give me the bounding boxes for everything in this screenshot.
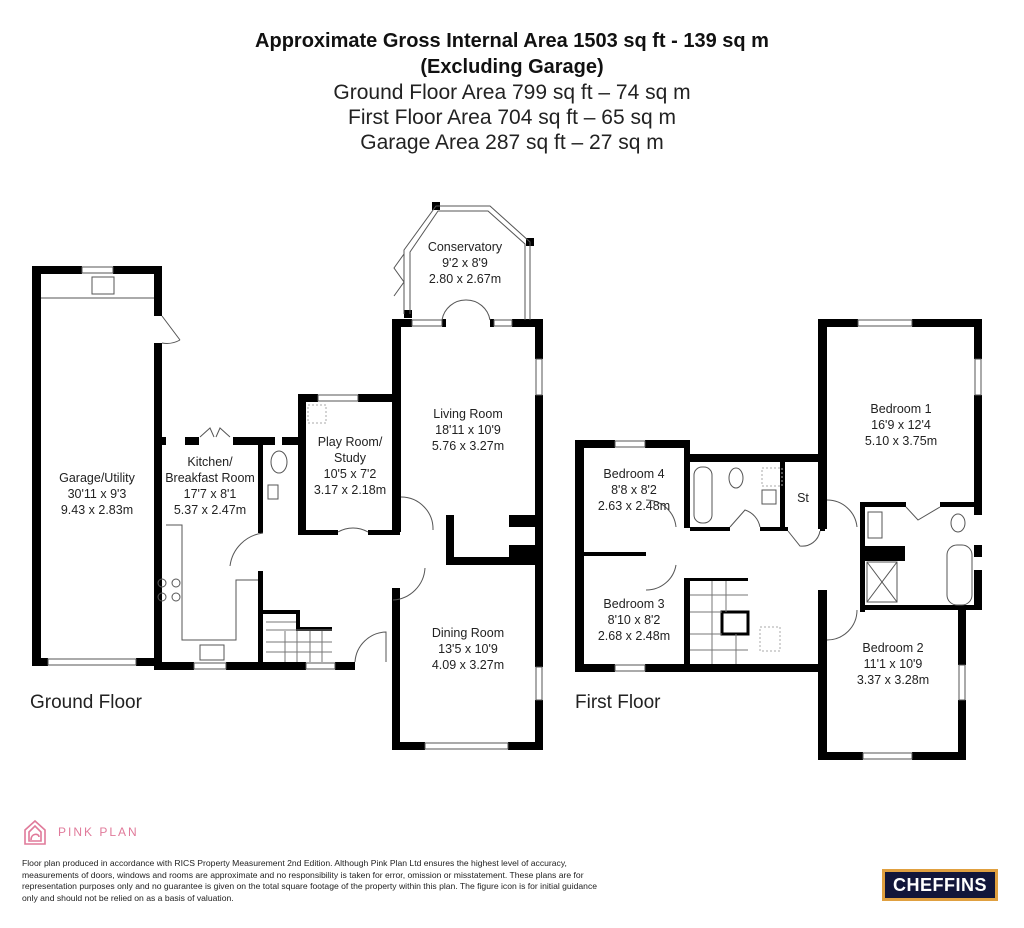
disclaimer-text: Floor plan produced in accordance with R…	[22, 858, 598, 903]
room-imperial: 30'11 x 9'3	[67, 487, 127, 501]
room-imperial: 10'5 x 7'2	[323, 467, 377, 481]
gross-area-title: Approximate Gross Internal Area 1503 sq …	[255, 30, 769, 52]
room-name: Bedroom 2	[862, 641, 924, 655]
room-name: Bedroom 1	[870, 402, 932, 416]
room-name-line1: Kitchen/	[187, 455, 233, 469]
room-garage-utility: Garage/Utility 30'11 x 9'3 9.43 x 2.83m	[40, 470, 154, 518]
room-imperial: 17'7 x 8'1	[183, 487, 237, 501]
room-name: Bedroom 4	[603, 467, 665, 481]
pink-plan-logo: PINK PLAN	[22, 818, 139, 846]
room-metric: 3.17 x 2.18m	[313, 483, 387, 497]
ground-floor-label: Ground Floor	[30, 692, 142, 713]
room-metric: 5.10 x 3.75m	[864, 434, 938, 448]
room-name-line1: Play Room/	[317, 435, 383, 449]
room-name-line2: Study	[334, 451, 366, 465]
room-metric: 9.43 x 2.83m	[60, 503, 134, 517]
room-name: Dining Room	[431, 626, 505, 640]
room-imperial: 13'5 x 10'9	[438, 642, 498, 656]
room-imperial: 16'9 x 12'4	[871, 418, 931, 432]
room-name: Garage/Utility	[59, 471, 135, 485]
room-conservatory: Conservatory 9'2 x 8'9 2.80 x 2.67m	[412, 239, 518, 287]
room-bedroom-4: Bedroom 4 8'8 x 8'2 2.63 x 2.48m	[584, 466, 684, 514]
first-floor-label: First Floor	[575, 692, 661, 713]
room-imperial: 9'2 x 8'9	[442, 256, 488, 270]
area-summary: Approximate Gross Internal Area 1503 sq …	[0, 28, 1024, 155]
room-metric: 5.37 x 2.47m	[173, 503, 247, 517]
cheffins-logo: CHEFFINS	[882, 869, 998, 901]
room-kitchen: Kitchen/ Breakfast Room 17'7 x 8'1 5.37 …	[160, 454, 260, 518]
room-name-line2: Breakfast Room	[165, 471, 255, 485]
room-metric: 2.68 x 2.48m	[597, 629, 671, 643]
ground-floor-area: Ground Floor Area 799 sq ft – 74 sq m	[333, 81, 691, 104]
room-bedroom-1: Bedroom 1 16'9 x 12'4 5.10 x 3.75m	[828, 401, 974, 449]
room-name: Conservatory	[427, 240, 503, 254]
garage-area: Garage Area 287 sq ft – 27 sq m	[360, 131, 664, 154]
room-metric: 4.09 x 3.27m	[431, 658, 505, 672]
room-metric: 3.37 x 3.28m	[856, 673, 930, 687]
room-imperial: 8'10 x 8'2	[607, 613, 661, 627]
first-floor-area: First Floor Area 704 sq ft – 65 sq m	[348, 106, 676, 129]
excluding-garage-note: (Excluding Garage)	[420, 56, 604, 78]
room-name: Living Room	[433, 407, 503, 421]
room-name: St	[797, 491, 809, 505]
room-bedroom-3: Bedroom 3 8'10 x 8'2 2.68 x 2.48m	[584, 596, 684, 644]
room-metric: 2.80 x 2.67m	[428, 272, 502, 286]
room-metric: 2.63 x 2.48m	[597, 499, 671, 513]
house-leaf-icon	[24, 819, 46, 845]
room-living-room: Living Room 18'11 x 10'9 5.76 x 3.27m	[408, 406, 528, 454]
room-imperial: 8'8 x 8'2	[611, 483, 657, 497]
room-imperial: 18'11 x 10'9	[435, 423, 501, 437]
room-metric: 5.76 x 3.27m	[431, 439, 505, 453]
room-bedroom-2: Bedroom 2 11'1 x 10'9 3.37 x 3.28m	[828, 640, 958, 688]
room-name: Bedroom 3	[603, 597, 665, 611]
brand-name: PINK PLAN	[58, 825, 139, 839]
room-store: St	[786, 490, 820, 506]
room-dining-room: Dining Room 13'5 x 10'9 4.09 x 3.27m	[408, 625, 528, 673]
room-imperial: 11'1 x 10'9	[863, 657, 923, 671]
room-play-room-study: Play Room/ Study 10'5 x 7'2 3.17 x 2.18m	[306, 434, 394, 498]
